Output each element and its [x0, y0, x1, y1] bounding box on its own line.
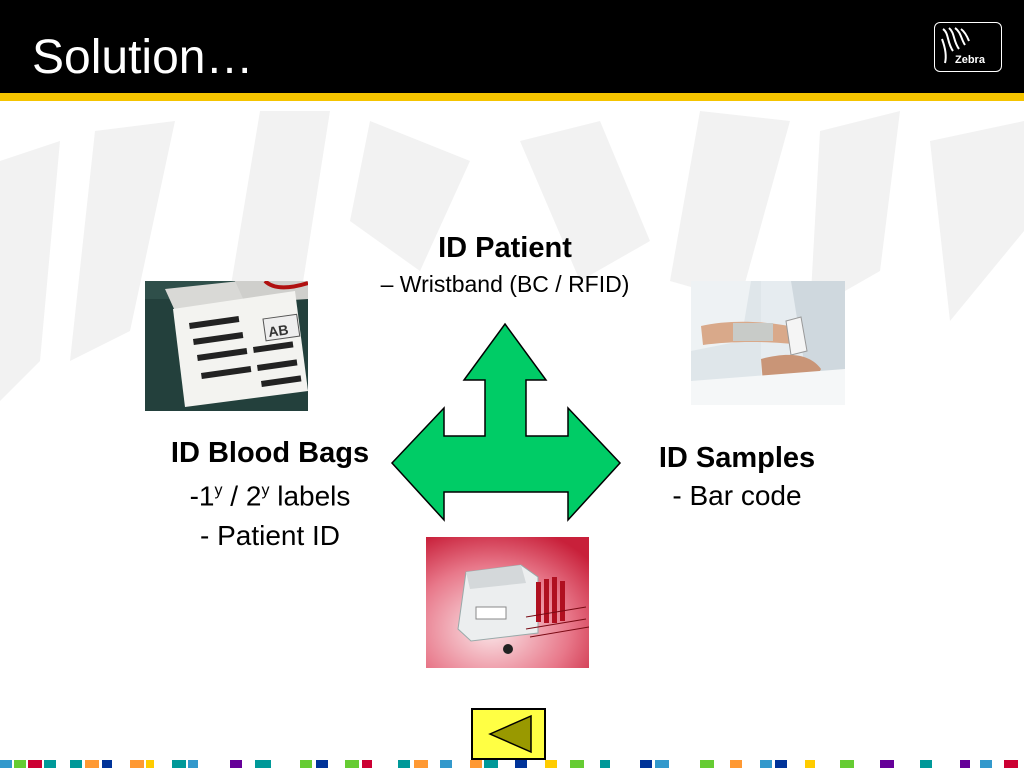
patient-wristband-photo [691, 281, 845, 405]
line1-suffix: labels [269, 480, 351, 512]
id-blood-bags-line2: - Patient ID [199, 520, 341, 552]
slide-header [0, 0, 1024, 93]
id-patient-sub: – Wristband (BC / RFID) [380, 271, 630, 297]
id-samples-heading: ID Samples [658, 442, 816, 474]
id-patient-heading: ID Patient [438, 232, 572, 264]
slide-title: Solution… [32, 31, 254, 84]
zebra-logo: Zebra [934, 22, 1002, 72]
label-printer-with-tubes-photo [426, 537, 589, 668]
svg-text:AB: AB [267, 321, 289, 340]
line1-mid: / 2 [222, 480, 262, 512]
back-button[interactable] [471, 708, 546, 760]
zebra-stripe-watermark [0, 111, 1024, 401]
id-samples-label: ID Samples - Bar code [622, 440, 852, 516]
blood-bag-labels-photo: AB [145, 281, 308, 411]
id-blood-bags-label: ID Blood Bags -1y / 2y labels - Patient … [140, 435, 400, 556]
header-rule [0, 93, 1024, 101]
three-way-arrow-icon [390, 322, 622, 522]
footer-color-strip [0, 760, 1024, 768]
id-patient-label: ID Patient – Wristband (BC / RFID) [345, 230, 665, 302]
line1-sup2: y [261, 482, 270, 499]
id-blood-bags-heading: ID Blood Bags [170, 437, 370, 469]
id-blood-bags-line1: -1y / 2y labels [140, 471, 400, 516]
line1-sup1: y [214, 482, 223, 499]
logo-text: Zebra [955, 54, 985, 66]
line1-prefix: -1 [189, 480, 215, 512]
zebra-logo-icon [941, 27, 970, 64]
back-triangle-icon [488, 714, 532, 754]
id-samples-sub: - Bar code [672, 480, 802, 511]
